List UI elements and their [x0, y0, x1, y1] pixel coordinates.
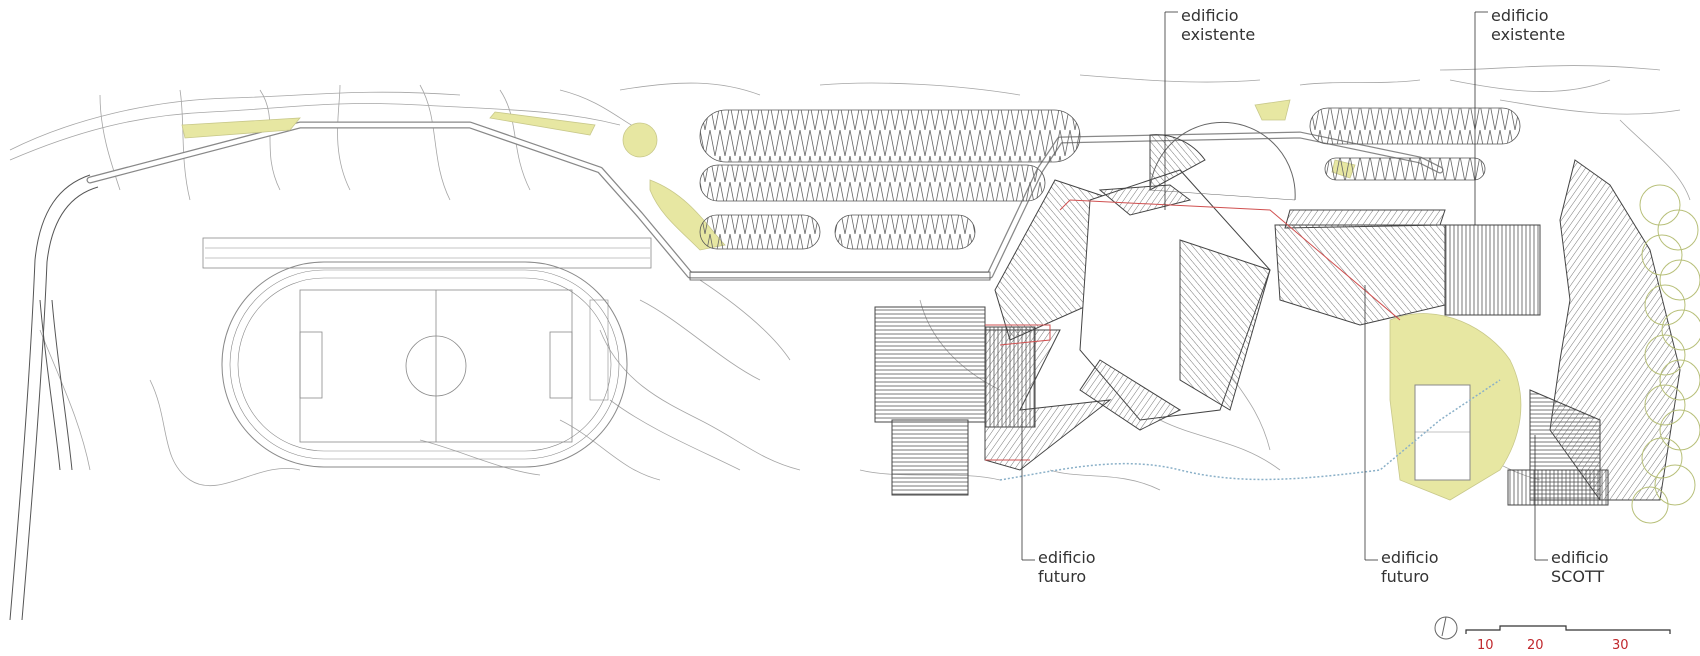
label-line: SCOTT: [1551, 567, 1605, 586]
label-line: futuro: [1038, 567, 1087, 586]
label-line: existente: [1491, 25, 1566, 44]
label-line: edificio: [1491, 6, 1549, 25]
label-existing-building-north: edificio existente: [1181, 6, 1255, 44]
sports-field: [202, 237, 652, 468]
label-line: edificio: [1551, 548, 1609, 567]
label-future-building-center: edificio futuro: [1038, 548, 1096, 586]
scale-tick-10: 10: [1477, 638, 1494, 653]
west-road: [9, 174, 99, 621]
label-scott-building: edificio SCOTT: [1551, 548, 1609, 586]
tree-row: [1631, 184, 1700, 524]
label-line: edificio: [1038, 548, 1096, 567]
label-future-building-east: edificio futuro: [1381, 548, 1439, 586]
scale-tick-30: 30: [1612, 638, 1629, 653]
property-boundary: [985, 199, 1401, 461]
label-line: existente: [1181, 25, 1256, 44]
label-line: edificio: [1381, 548, 1439, 567]
leader-lines: [1021, 11, 1548, 561]
label-line: edificio: [1181, 6, 1239, 25]
scale-bar: [1465, 625, 1671, 634]
parking-rows: [689, 107, 1521, 281]
label-line: futuro: [1381, 567, 1430, 586]
label-existing-building-east: edificio existente: [1491, 6, 1565, 44]
scale-tick-20: 20: [1527, 638, 1544, 653]
north-arrow-icon: [1434, 616, 1458, 640]
buildings: [874, 121, 1681, 506]
